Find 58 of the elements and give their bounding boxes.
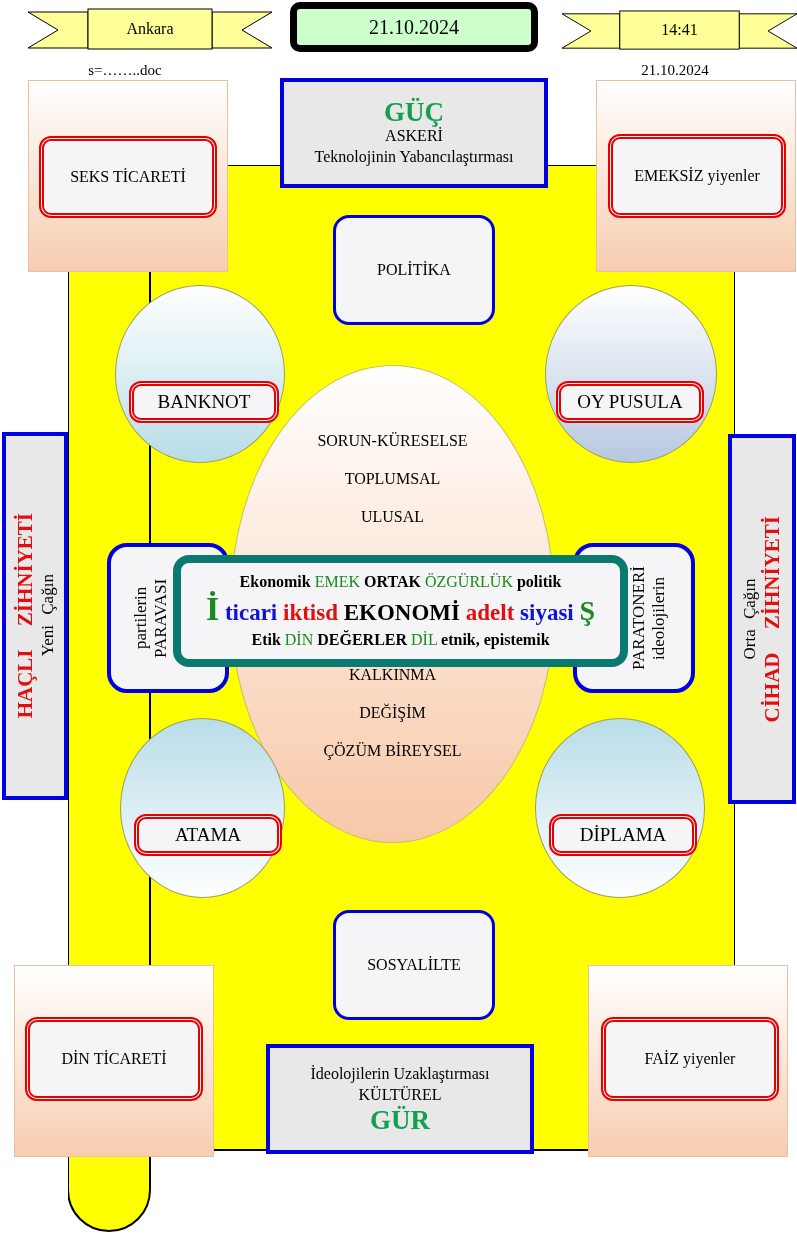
ribbon-text: Ankara — [126, 20, 174, 38]
label-box — [549, 814, 697, 856]
box-label: OY PUSULA — [577, 391, 683, 413]
label-box — [129, 381, 279, 423]
box-label: FAİZ yiyenler — [644, 1050, 736, 1068]
box-text: İdeolojilerin Uzaklaştırması — [310, 1064, 490, 1085]
title-box — [280, 78, 548, 188]
label-box — [556, 381, 704, 423]
vertical-box — [2, 432, 68, 800]
label-box — [608, 134, 786, 218]
box-label: POLİTİKA — [377, 261, 451, 279]
label-box — [601, 1017, 779, 1101]
keyword-line: Ekonomik EMEK ORTAK ÖZGÜRLÜK politik — [239, 572, 562, 593]
box-label: SEKS TİCARETİ — [70, 168, 186, 186]
box-label: BANKNOT — [157, 391, 251, 413]
heading-text: CİHAD ZİHNİYETİ — [759, 515, 785, 723]
card-background — [596, 80, 796, 272]
central-box — [173, 555, 628, 667]
heading-text: GÜR — [370, 1105, 430, 1134]
box-label: DİPLAMA — [579, 824, 667, 846]
card-background — [28, 80, 228, 272]
box-text: ASKERİ — [385, 127, 443, 147]
card-background — [588, 965, 788, 1157]
ribbon-banner — [28, 8, 272, 52]
box-text: Yeni Çağın — [37, 574, 58, 658]
rounded-box — [333, 910, 495, 1020]
label-box — [39, 136, 217, 218]
oval-text: TOPLUMSAL — [344, 470, 441, 488]
box-label: DİN TİCARETİ — [61, 1050, 167, 1068]
box-text: Teknolojinin Yabancılaştırması — [314, 147, 514, 168]
title-box — [266, 1044, 534, 1154]
oval-text: SORUN-KÜRESELSE — [317, 432, 468, 450]
date-text: 21.10.2024 — [369, 15, 459, 39]
box-text: Orta Çağın — [739, 578, 760, 660]
ribbon-text: 14:41 — [661, 21, 698, 39]
keyword-line: İ ticari iktisd EKONOMİ adelt siyasi Ş — [205, 593, 596, 629]
heading-text: GÜÇ — [384, 98, 444, 127]
rounded-box — [333, 215, 495, 325]
box-label: EMEKSİZ yiyenler — [634, 167, 760, 185]
label-box — [134, 814, 282, 856]
file-name-label: s=……..doc — [88, 62, 162, 79]
side-text: PARATONERİ ideolojilerin — [629, 565, 669, 672]
ribbon-banner — [562, 10, 797, 52]
oval-text: ÇÖZÜM BİREYSEL — [323, 742, 462, 760]
box-text: KÜLTÜREL — [358, 1084, 442, 1105]
heading-text: HAÇLI ZİHNİYETİ — [12, 513, 38, 719]
card-background — [14, 965, 214, 1157]
oval-text: DEĞİŞİM — [359, 704, 426, 722]
box-label: ATAMA — [174, 824, 241, 846]
label-box — [25, 1017, 203, 1101]
date-box — [290, 2, 538, 52]
keyword-line: Etik DİN DEĞERLER DİL etnik, epistemik — [251, 629, 550, 651]
date-label: 21.10.2024 — [641, 62, 709, 79]
box-label: SOSYALİLTE — [367, 956, 461, 974]
oval-text: ULUSAL — [360, 508, 425, 526]
side-text: partilerin PARAVASI — [131, 577, 171, 660]
vertical-box — [728, 434, 796, 804]
oval-text: KALKINMA — [348, 666, 437, 684]
